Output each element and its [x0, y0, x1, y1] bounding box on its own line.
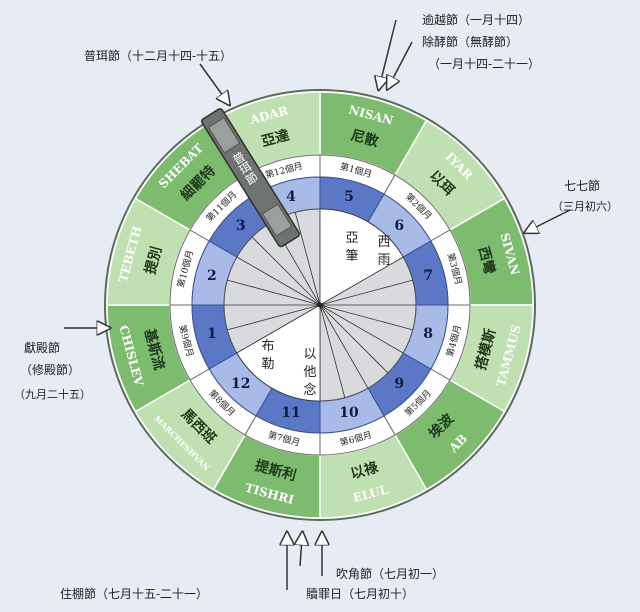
month-chinese-name: 以祿 — [349, 459, 381, 483]
season-name-west: 雨 — [377, 253, 390, 268]
dedication-date: （九月二十五） — [14, 387, 91, 401]
unleavened-dates: （一月十四-二十一） — [428, 57, 540, 71]
purim-scroll-tag: 普珥節 — [201, 108, 301, 248]
pentecost-label: 七七節 — [564, 178, 600, 193]
season-number-label: 3 — [236, 218, 246, 234]
unleavened-label: 除酵節（無酵節） — [422, 34, 518, 49]
atonement-label: 贖罪日（七月初十） — [306, 586, 414, 601]
center-divider — [251, 236, 321, 306]
season-name-west: 西 — [377, 235, 390, 250]
month-chinese-name: 提別 — [143, 245, 166, 276]
center-divider — [319, 304, 346, 398]
month-chinese-name: 西彎 — [475, 245, 499, 276]
tabernacles-label: 住棚節（七月十五-二十一） — [60, 586, 208, 601]
season-number-label: 6 — [394, 218, 404, 234]
season-number-label: 8 — [423, 326, 433, 342]
season-number-label: 12 — [231, 376, 250, 392]
season-name-east: 筆 — [345, 249, 358, 264]
festival-annotations: 逾越節（一月十四） 除酵節（無酵節） （一月十四-二十一） 七七節 （三月初六）… — [14, 12, 618, 601]
season-number-label: 7 — [423, 268, 433, 284]
center-dot — [317, 302, 323, 308]
center-divider — [319, 304, 389, 374]
season-number-label: 5 — [344, 189, 354, 205]
season-number-label: 11 — [281, 405, 300, 421]
center-divider — [227, 304, 321, 331]
season-number-label: 1 — [207, 326, 217, 342]
season-name-east: 亞 — [345, 231, 358, 246]
dedication-label: 獻殿節 — [24, 340, 60, 355]
center-divider — [319, 304, 413, 331]
season-name-bul: 勒 — [261, 357, 274, 372]
center-divider — [227, 279, 321, 306]
season-number-label: 9 — [394, 376, 404, 392]
purim-label: 普珥節（十二月十四-十五） — [84, 48, 232, 63]
center-divider — [236, 256, 321, 306]
season-number-label: 2 — [207, 268, 217, 284]
season-number-label: 10 — [339, 405, 359, 421]
trumpets-label: 吹角節（七月初一） — [336, 566, 444, 581]
month-chinese-name: 尼散 — [349, 127, 381, 151]
season-name-dry: 以 — [303, 347, 316, 362]
center-divider — [294, 212, 321, 306]
month-chinese-name: 亞達 — [260, 127, 291, 151]
season-name-dry: 他 — [303, 365, 316, 380]
center-divider — [319, 304, 404, 354]
season-name-dry: 念 — [303, 382, 316, 398]
center-divider — [319, 279, 413, 306]
dedication-alt: （修殿節） — [20, 362, 80, 377]
pentecost-date: （三月初六） — [552, 199, 618, 213]
outer-month-ring: NISAN尼散IYAR以珥SIVAN西彎TAMMUS搭模斯AB埃波ELUL以祿T… — [106, 91, 534, 519]
center-divider — [319, 304, 369, 389]
season-number-label: 4 — [286, 189, 296, 205]
season-name-bul: 布 — [261, 339, 274, 354]
passover-label: 逾越節（一月十四） — [422, 12, 530, 27]
